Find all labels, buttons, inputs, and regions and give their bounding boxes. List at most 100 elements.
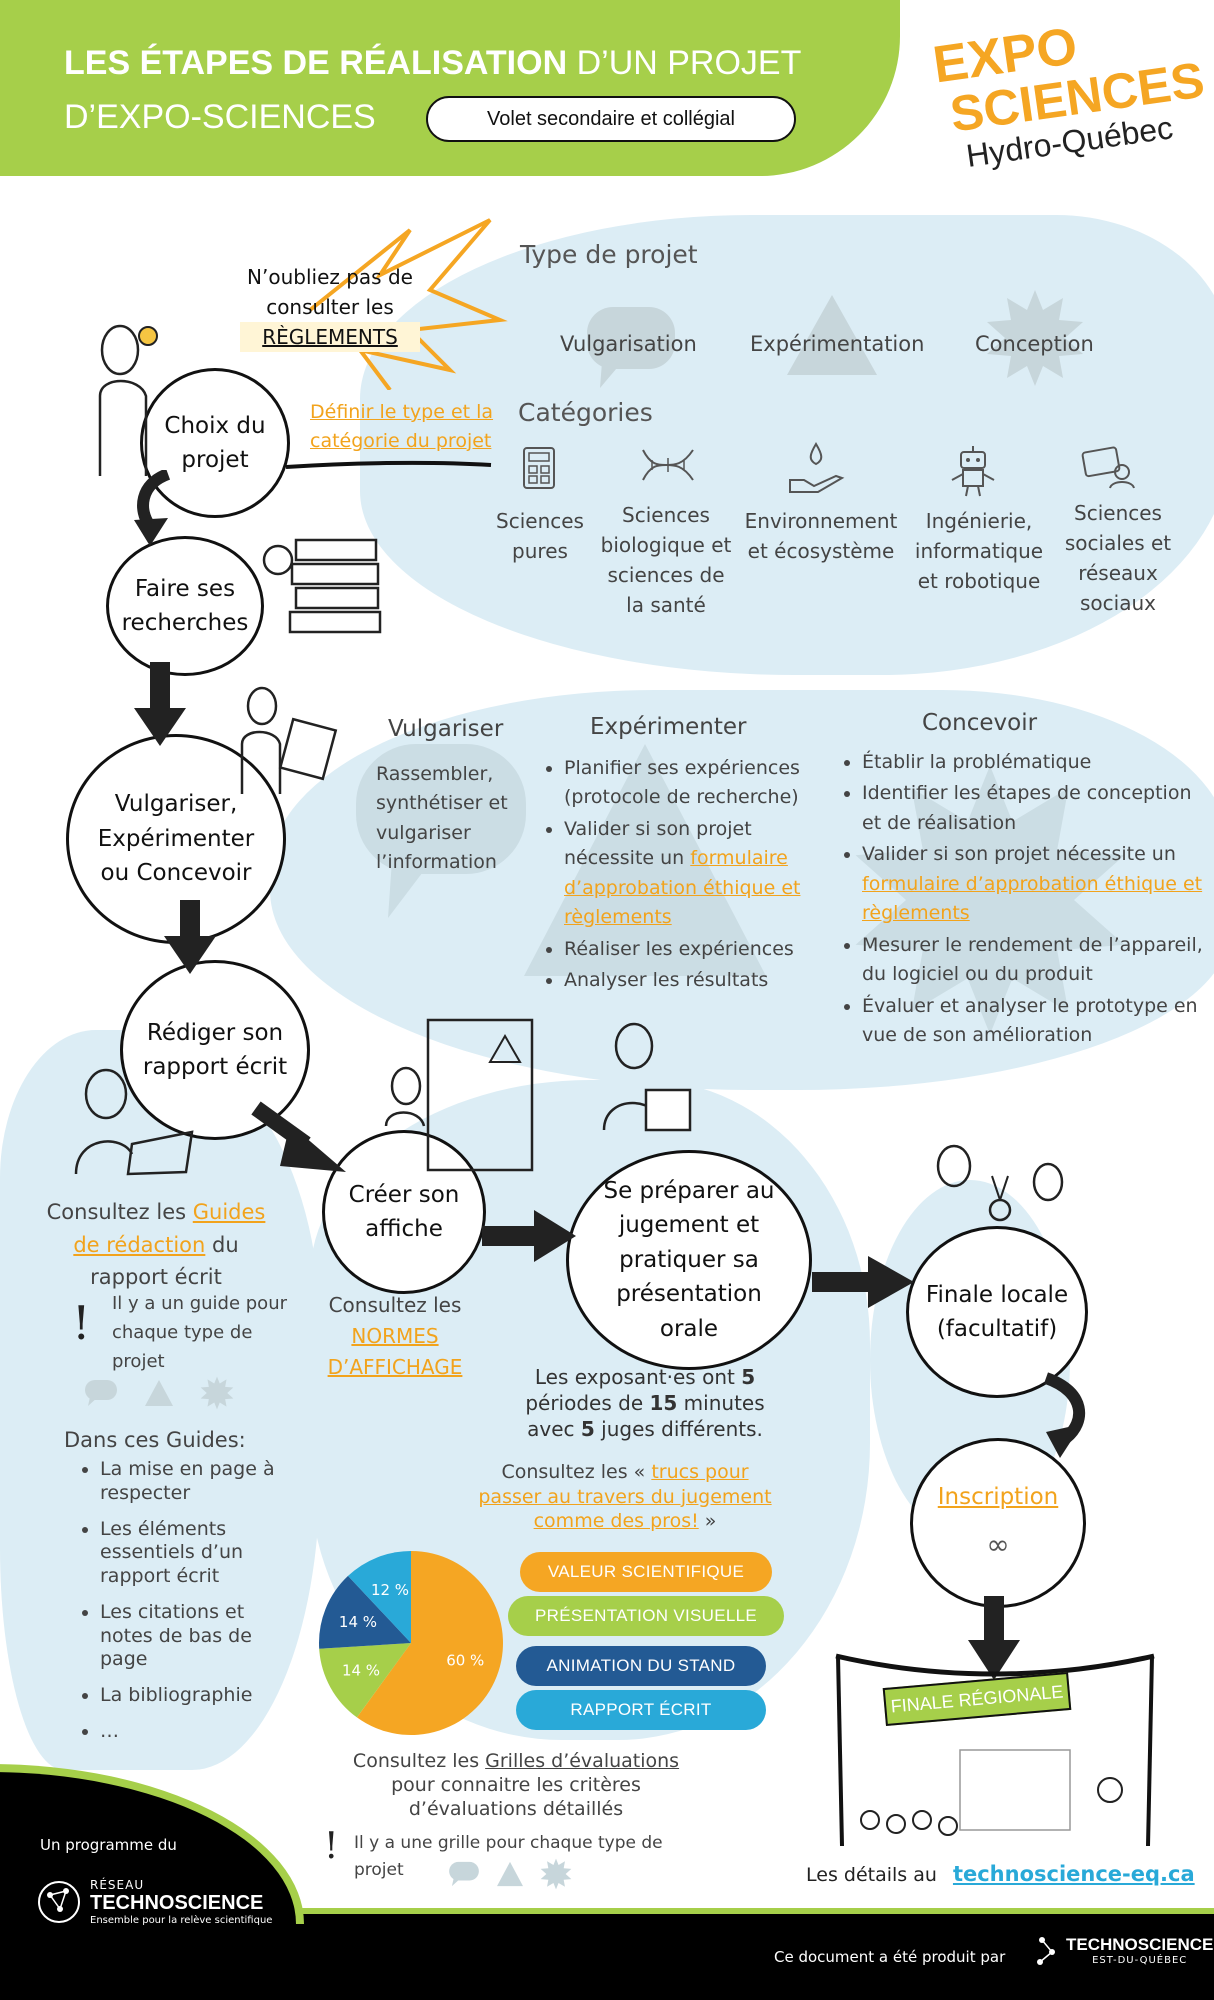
step-registration: Inscription ∞ bbox=[910, 1438, 1086, 1608]
title-rest: D’UN PROJET bbox=[567, 44, 802, 82]
details-line: Les détails au technoscience-eq.ca bbox=[806, 1862, 1195, 1886]
list-item: Les citations et notes de bas de page bbox=[100, 1601, 298, 1672]
lightning-icon bbox=[308, 218, 508, 390]
arrow-down-icon bbox=[968, 1596, 1020, 1680]
website-link[interactable]: technoscience-eq.ca bbox=[952, 1862, 1195, 1886]
type-experimentation: Expérimentation bbox=[750, 332, 925, 356]
network-icon bbox=[38, 1881, 80, 1923]
technoscience-est-logo: TECHNOSCIENCE EST-DU-QUÉBEC bbox=[1032, 1930, 1213, 1970]
title-bold: LES ÉTAPES DE RÉALISATION bbox=[64, 44, 568, 82]
poster-norms-link[interactable]: NORMES D’AFFICHAGE bbox=[327, 1324, 463, 1379]
guides-list-title: Dans ces Guides: bbox=[64, 1428, 246, 1452]
person-clipboard-icon bbox=[240, 686, 338, 794]
link-icon: ∞ bbox=[986, 1528, 1010, 1562]
category-sciences-sociales: Sciences sociales et réseaux sociaux bbox=[1064, 501, 1172, 615]
step-research: Faire ses recherches bbox=[106, 536, 264, 676]
calculator-icon bbox=[523, 447, 555, 489]
person-laptop-icon bbox=[74, 1068, 194, 1176]
poster-note: Consultez les NORMES D’AFFICHAGE bbox=[320, 1290, 470, 1383]
speech-bubble-icon bbox=[449, 1861, 479, 1887]
type-conception: Conception bbox=[975, 332, 1094, 356]
step-choose-project: Choix du projet bbox=[140, 368, 290, 518]
list-item: Valider si son projet nécessite un formu… bbox=[862, 840, 1210, 928]
category-environnement: Environnement et écosystème bbox=[744, 509, 898, 563]
thinking-person-icon bbox=[98, 324, 158, 476]
speech-bubble-icon bbox=[85, 1380, 117, 1406]
list-item: La bibliographie bbox=[100, 1684, 298, 1708]
books-pile-icon bbox=[262, 538, 382, 634]
arrow-down-icon bbox=[134, 470, 171, 546]
list-item: Les éléments essentiels d’un rapport écr… bbox=[100, 1518, 298, 1589]
speech-bubble-watermark bbox=[356, 744, 526, 918]
define-project-link[interactable]: Définir le type et la catégorie du proje… bbox=[310, 401, 494, 452]
list-item: Mesurer le rendement de l’appareil, du l… bbox=[862, 931, 1210, 990]
people-medal-icon bbox=[936, 1144, 1064, 1222]
arrow-down-icon bbox=[1043, 1372, 1086, 1458]
evaluation-pie-chart: 60 %14 %14 %12 % bbox=[319, 1551, 503, 1735]
reseau-technoscience-logo: RÉSEAU TECHNOSCIENCE Ensemble pour la re… bbox=[36, 1878, 272, 1926]
exclamation-icon: ! bbox=[324, 1826, 339, 1867]
legend-pill: RAPPORT ÉCRIT bbox=[516, 1690, 766, 1730]
produced-by-text: Ce document a été produit par bbox=[774, 1948, 1006, 1966]
experimenter-title: Expérimenter bbox=[590, 714, 747, 740]
reglements-link[interactable]: RÈGLEMENTS bbox=[240, 322, 420, 352]
star-burst-icon bbox=[200, 1376, 234, 1410]
category-sciences-bio: Sciences biologique et sciences de la sa… bbox=[600, 503, 732, 617]
level-badge: Volet secondaire et collégial bbox=[426, 96, 796, 142]
page-title: LES ÉTAPES DE RÉALISATION D’UN PROJET D’… bbox=[64, 36, 801, 145]
triangle-icon bbox=[787, 295, 877, 375]
step-do: Vulgariser, Expérimenter ou Concevoir bbox=[66, 734, 286, 944]
speech-bubble-icon bbox=[587, 307, 675, 388]
technoscience-label: TECHNOSCIENCE bbox=[90, 1892, 264, 1914]
program-text: Un programme du bbox=[40, 1836, 177, 1854]
title-line2: D’EXPO-SCIENCES bbox=[64, 98, 376, 137]
connector-stroke bbox=[286, 460, 492, 469]
legend-pill: ANIMATION DU STAND bbox=[516, 1646, 766, 1686]
type-shapes bbox=[448, 1858, 572, 1890]
star-burst-icon bbox=[987, 290, 1083, 386]
legend-pill: PRÉSENTATION VISUELLE bbox=[508, 1596, 784, 1636]
concevoir-title: Concevoir bbox=[922, 710, 1038, 736]
list-item: La mise en page à respecter bbox=[100, 1458, 298, 1506]
triangle-icon bbox=[145, 1380, 173, 1406]
guides-link[interactable]: Guides de rédaction bbox=[73, 1200, 266, 1257]
dna-icon bbox=[642, 449, 694, 481]
background-blob bbox=[360, 215, 1214, 675]
header-banner bbox=[0, 0, 900, 176]
inscription-link[interactable]: Inscription bbox=[937, 1483, 1059, 1510]
type-shapes bbox=[84, 1376, 234, 1410]
category-sciences-pures: Sciences pures bbox=[496, 509, 584, 563]
guides-note: Il y a un guide pour chaque type de proj… bbox=[112, 1293, 287, 1372]
tips-link[interactable]: trucs pour passer au travers du jugement… bbox=[478, 1461, 772, 1533]
step-prepare-judging: Se préparer au jugement et pratiquer sa … bbox=[566, 1150, 812, 1370]
ethics-form-link[interactable]: formulaire d’approbation éthique et règl… bbox=[564, 847, 801, 929]
pie-slice bbox=[319, 1575, 411, 1649]
footer-green-band bbox=[0, 1908, 1214, 1916]
step-local-final: Finale locale (facultatif) bbox=[906, 1226, 1088, 1398]
pie-slice bbox=[348, 1551, 411, 1643]
triangle-watermark bbox=[524, 744, 766, 976]
network-icon bbox=[1037, 1937, 1055, 1965]
pie-slice-label: 14 % bbox=[339, 1613, 377, 1631]
exclamation-icon: ! bbox=[72, 1296, 91, 1350]
list-item: Identifier les étapes de conception et d… bbox=[862, 779, 1210, 838]
list-item: Planifier ses expériences (protocole de … bbox=[564, 754, 822, 813]
grids-note: Il y a une grille pour chaque type de pr… bbox=[354, 1833, 663, 1881]
robot-icon bbox=[951, 446, 995, 497]
tips-text: Consultez les « trucs pour passer au tra… bbox=[478, 1461, 772, 1533]
regional-final-banner bbox=[835, 1653, 1155, 1847]
pie-slice-label: 14 % bbox=[342, 1661, 380, 1679]
list-item: Valider si son projet nécessite un formu… bbox=[564, 815, 822, 933]
grids-link[interactable]: Grilles d’évaluations bbox=[485, 1750, 680, 1772]
social-network-icon bbox=[1081, 446, 1135, 489]
pie-slice bbox=[356, 1551, 503, 1735]
reminder-text: N’oubliez pas de consulter les RÈGLEMENT… bbox=[240, 262, 420, 352]
arrow-down-icon bbox=[134, 662, 186, 746]
arrow-right-icon bbox=[251, 1101, 346, 1172]
category-ingenierie: Ingénierie, informatique et robotique bbox=[914, 509, 1044, 593]
guides-list: La mise en page à respecter Les éléments… bbox=[78, 1458, 298, 1746]
expo-sciences-logo: EXPO SCIENCES Hydro-Québec bbox=[930, 3, 1212, 178]
ethics-form-link[interactable]: formulaire d’approbation éthique et règl… bbox=[862, 872, 1203, 925]
step-create-poster: Créer son affiche bbox=[322, 1130, 486, 1294]
